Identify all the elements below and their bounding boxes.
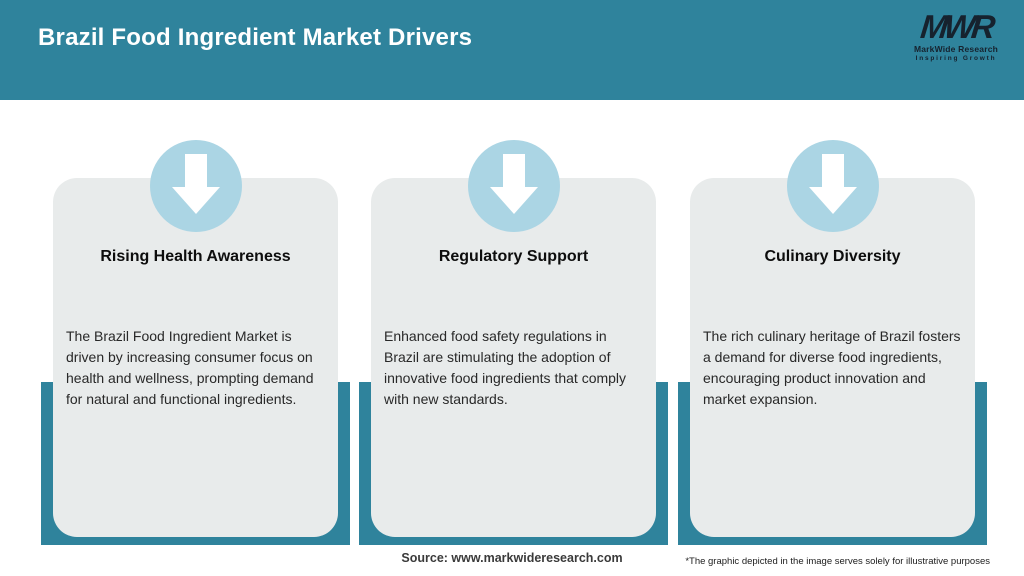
source-text: Source: www.markwideresearch.com bbox=[401, 551, 623, 565]
logo-tagline: Inspiring Growth bbox=[915, 54, 997, 62]
logo-name: MarkWide Research bbox=[913, 44, 999, 54]
card-body: The Brazil Food Ingredient Market is dri… bbox=[66, 328, 314, 407]
header-bar: Brazil Food Ingredient Market Drivers MW… bbox=[0, 0, 1024, 100]
card-body: The rich culinary heritage of Brazil fos… bbox=[703, 328, 961, 407]
card-panel: Regulatory Support Enhanced food safety … bbox=[371, 178, 656, 537]
card-title: Rising Health Awareness bbox=[100, 248, 291, 265]
card-title: Regulatory Support bbox=[438, 248, 589, 265]
markwide-logo: MWR MarkWide Research Inspiring Growth bbox=[904, 8, 1008, 62]
card-title: Culinary Diversity bbox=[764, 248, 901, 265]
down-arrow-icon bbox=[786, 140, 879, 232]
page-title: Brazil Food Ingredient Market Drivers bbox=[38, 24, 473, 51]
down-arrow-icon bbox=[149, 140, 242, 232]
logo-monogram: MWR bbox=[918, 8, 994, 45]
disclaimer-text: *The graphic depicted in the image serve… bbox=[685, 556, 990, 567]
card-panel: Culinary Diversity The rich culinary her… bbox=[690, 178, 975, 537]
card-panel: Rising Health Awareness The Brazil Food … bbox=[53, 178, 338, 537]
down-arrow-icon bbox=[467, 140, 560, 232]
card-body: Enhanced food safety regulations in Braz… bbox=[384, 328, 627, 407]
